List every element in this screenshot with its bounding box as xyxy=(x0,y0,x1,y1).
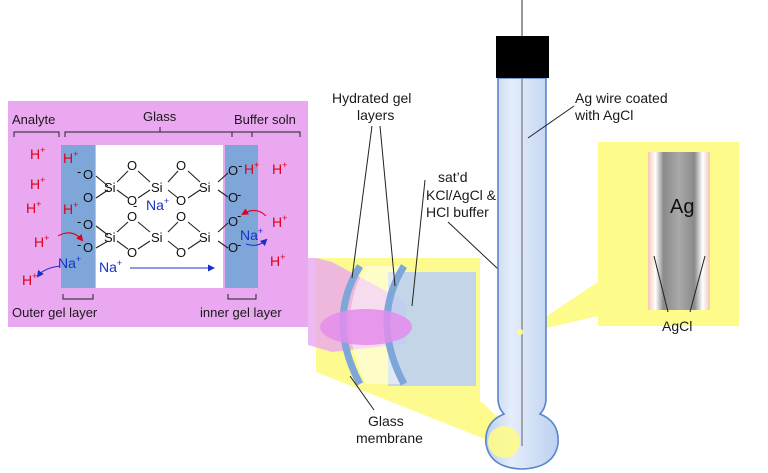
svg-text:Si: Si xyxy=(104,180,116,195)
satd-label-line2: KCl/AgCl & xyxy=(426,187,497,203)
glass-membrane-label-line2: membrane xyxy=(356,430,423,446)
negative-charges: - - - - - - - - xyxy=(77,158,242,252)
svg-text:O: O xyxy=(176,193,186,208)
inset-source-ellipse xyxy=(320,309,412,345)
silicate-bonds xyxy=(95,170,229,250)
svg-text:-: - xyxy=(133,198,137,213)
hydrated-gel-label-line2: layers xyxy=(357,107,394,123)
svg-text:O: O xyxy=(127,158,137,173)
glass-region xyxy=(96,145,223,288)
svg-text:-: - xyxy=(237,187,241,202)
svg-text:O: O xyxy=(127,193,137,208)
svg-text:Si: Si xyxy=(104,230,116,245)
glass-label: Glass xyxy=(143,109,177,124)
svg-text:O: O xyxy=(176,158,186,173)
svg-text:-: - xyxy=(237,237,241,252)
svg-text:O: O xyxy=(83,240,93,255)
agcl-leaders xyxy=(653,255,706,313)
svg-text:O: O xyxy=(176,209,186,224)
svg-text:H+: H+ xyxy=(270,252,285,269)
svg-text:Na+: Na+ xyxy=(99,258,122,275)
svg-text:O: O xyxy=(127,245,137,260)
svg-text:Na+: Na+ xyxy=(146,196,169,213)
svg-text:Si: Si xyxy=(151,230,163,245)
svg-text:O: O xyxy=(83,167,93,182)
bottom-brackets xyxy=(62,294,257,300)
header-brackets xyxy=(13,127,301,137)
satd-label-line3: HCl buffer xyxy=(426,204,489,220)
agcl-label: AgCl xyxy=(662,318,692,334)
glass-membrane-leader xyxy=(349,375,375,411)
hydrated-gel-leaders xyxy=(351,125,396,287)
glass-membrane-label-line1: Glass xyxy=(368,413,404,429)
svg-text:O: O xyxy=(127,209,137,224)
hydrogen-ions: H+ H+ H+ H+ H+ H+ H+ H+ H+ H+ H+ xyxy=(22,145,287,288)
svg-text:O: O xyxy=(228,190,238,205)
svg-text:H+: H+ xyxy=(244,160,259,177)
svg-text:H+: H+ xyxy=(22,271,37,288)
svg-text:Na+: Na+ xyxy=(240,226,263,243)
svg-text:H+: H+ xyxy=(272,160,287,177)
outer-gel-layer-bar xyxy=(61,145,95,288)
svg-text:O: O xyxy=(228,214,238,229)
svg-text:-: - xyxy=(237,208,241,223)
hydrated-gel-label-line1: Hydrated gel xyxy=(332,90,411,106)
ag-cylinder xyxy=(648,152,710,310)
buffer-soln-label: Buffer soln xyxy=(234,112,296,127)
ag-wire-label-line1: Ag wire coated xyxy=(575,90,668,106)
svg-text:Si: Si xyxy=(199,180,211,195)
ag-label: Ag xyxy=(670,196,694,218)
svg-text:H+: H+ xyxy=(30,175,45,192)
svg-text:Na+: Na+ xyxy=(58,254,81,271)
svg-text:H+: H+ xyxy=(63,149,78,166)
svg-text:H+: H+ xyxy=(272,213,287,230)
electrode-cap xyxy=(496,36,549,78)
svg-text:-: - xyxy=(77,164,81,179)
svg-text:O: O xyxy=(228,240,238,255)
svg-text:Si: Si xyxy=(199,230,211,245)
svg-text:H+: H+ xyxy=(26,199,41,216)
svg-text:O: O xyxy=(228,163,238,178)
svg-text:Si: Si xyxy=(151,180,163,195)
satd-label-line1: sat’d xyxy=(438,169,468,185)
outer-gel-layer-label: Outer gel layer xyxy=(12,305,98,320)
svg-text:H+: H+ xyxy=(63,200,78,217)
svg-text:O: O xyxy=(83,190,93,205)
inner-gel-layer-label: inner gel layer xyxy=(200,305,282,320)
ag-wire-leader xyxy=(527,105,575,139)
svg-text:O: O xyxy=(176,245,186,260)
ag-wire-label-line2: with AgCl xyxy=(574,107,633,123)
inner-gel-layer-bar xyxy=(225,145,258,288)
svg-text:O: O xyxy=(83,217,93,232)
svg-text:-: - xyxy=(77,214,81,229)
bulb-zoom-marker xyxy=(488,426,520,458)
wire-zoom-marker xyxy=(517,329,523,335)
svg-text:-: - xyxy=(77,237,81,252)
svg-text:-: - xyxy=(238,158,242,173)
svg-text:H+: H+ xyxy=(30,145,45,162)
ion-exchange-arrows xyxy=(36,208,268,278)
sodium-ions: Na+ Na+ Na+ Na+ xyxy=(58,196,263,275)
silicate-atoms: O O Si O O Si O O Si O O O O Si O O Si O… xyxy=(83,158,238,260)
svg-text:H+: H+ xyxy=(34,233,49,250)
analyte-label: Analyte xyxy=(12,112,55,127)
